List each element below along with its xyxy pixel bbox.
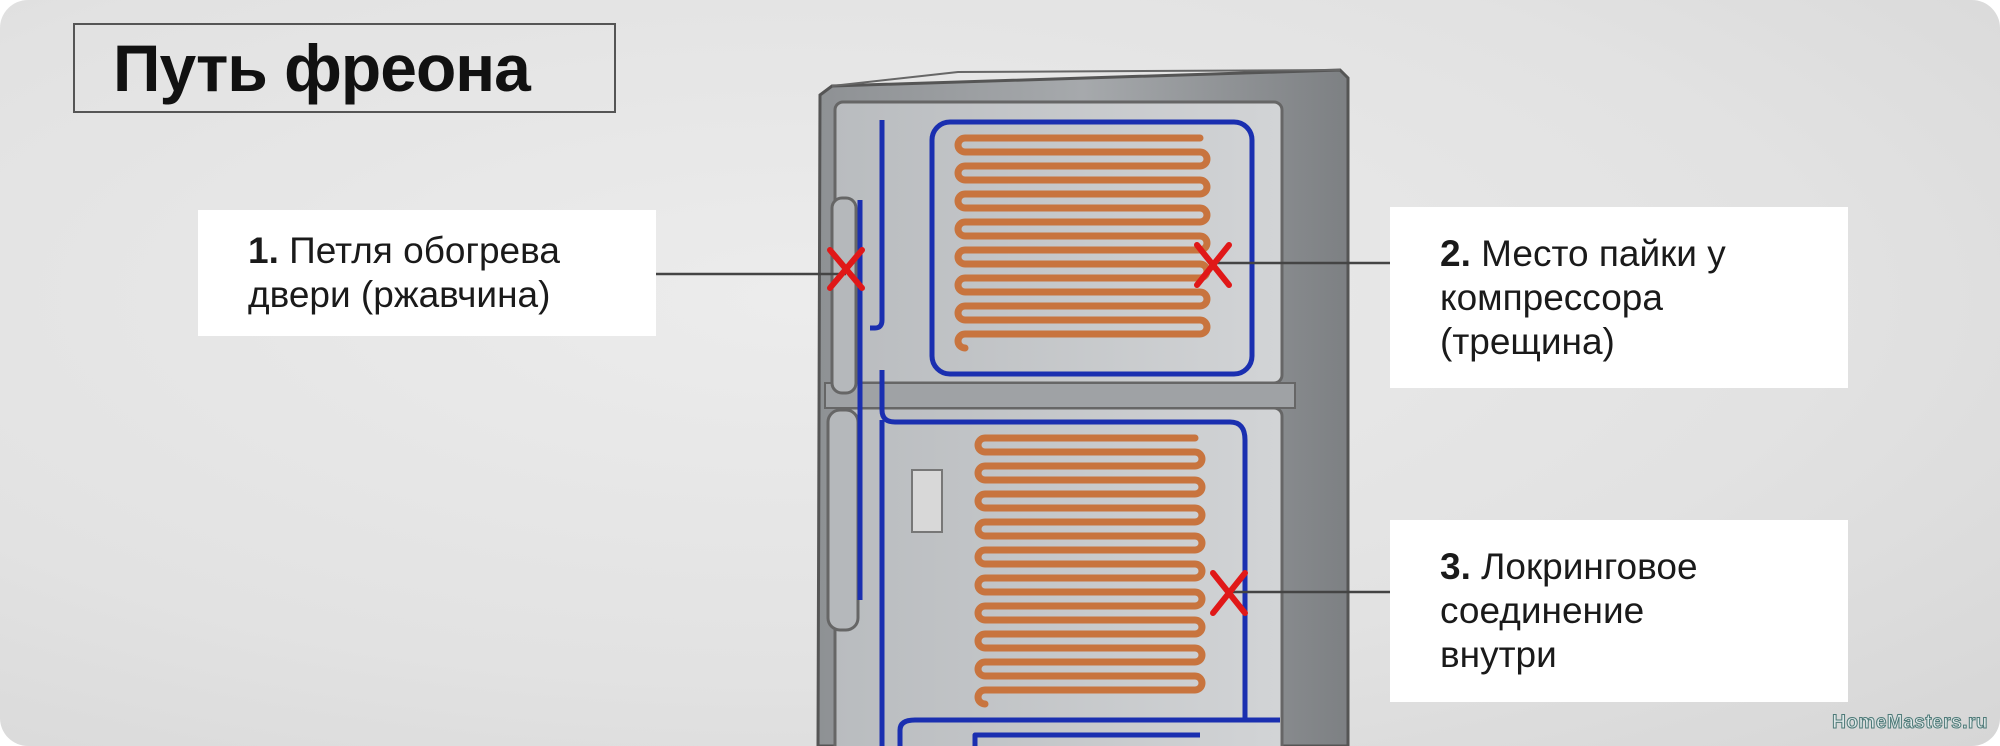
outlet (911, 469, 943, 533)
page-title: Путь фреона (113, 31, 531, 105)
fridge-evaporator-coil (974, 434, 1206, 708)
failure-marker-2 (1194, 242, 1232, 288)
watermark: HomeMasters.ru (1832, 712, 1988, 734)
callout-number: 1. (248, 230, 279, 271)
callout-text: Петля обогрева двери (ржавчина) (248, 230, 560, 315)
failure-marker-1 (827, 247, 865, 291)
door-handle (830, 196, 858, 395)
leader-lines (656, 261, 1390, 594)
freon-path (857, 119, 1280, 746)
callout-text: Место пайки у компрессора (трещина) (1440, 232, 1726, 362)
title-box: Путь фреона (73, 23, 616, 113)
callout-text: Локринговое соединение внутри (1440, 546, 1698, 675)
failure-marker-3 (1210, 570, 1248, 616)
callout-lokring-joint: 3. Локринговое соединение внутри (1390, 520, 1848, 702)
freezer-compartment (833, 100, 1284, 385)
callout-number: 2. (1440, 232, 1471, 274)
callout-number: 3. (1440, 546, 1471, 587)
freezer-evaporator-coil (954, 134, 1211, 352)
callout-compressor-solder: 2. Место пайки у компрессора (трещина) (1390, 207, 1848, 388)
callout-door-heater-loop: 1. Петля обогрева двери (ржавчина) (198, 210, 656, 336)
